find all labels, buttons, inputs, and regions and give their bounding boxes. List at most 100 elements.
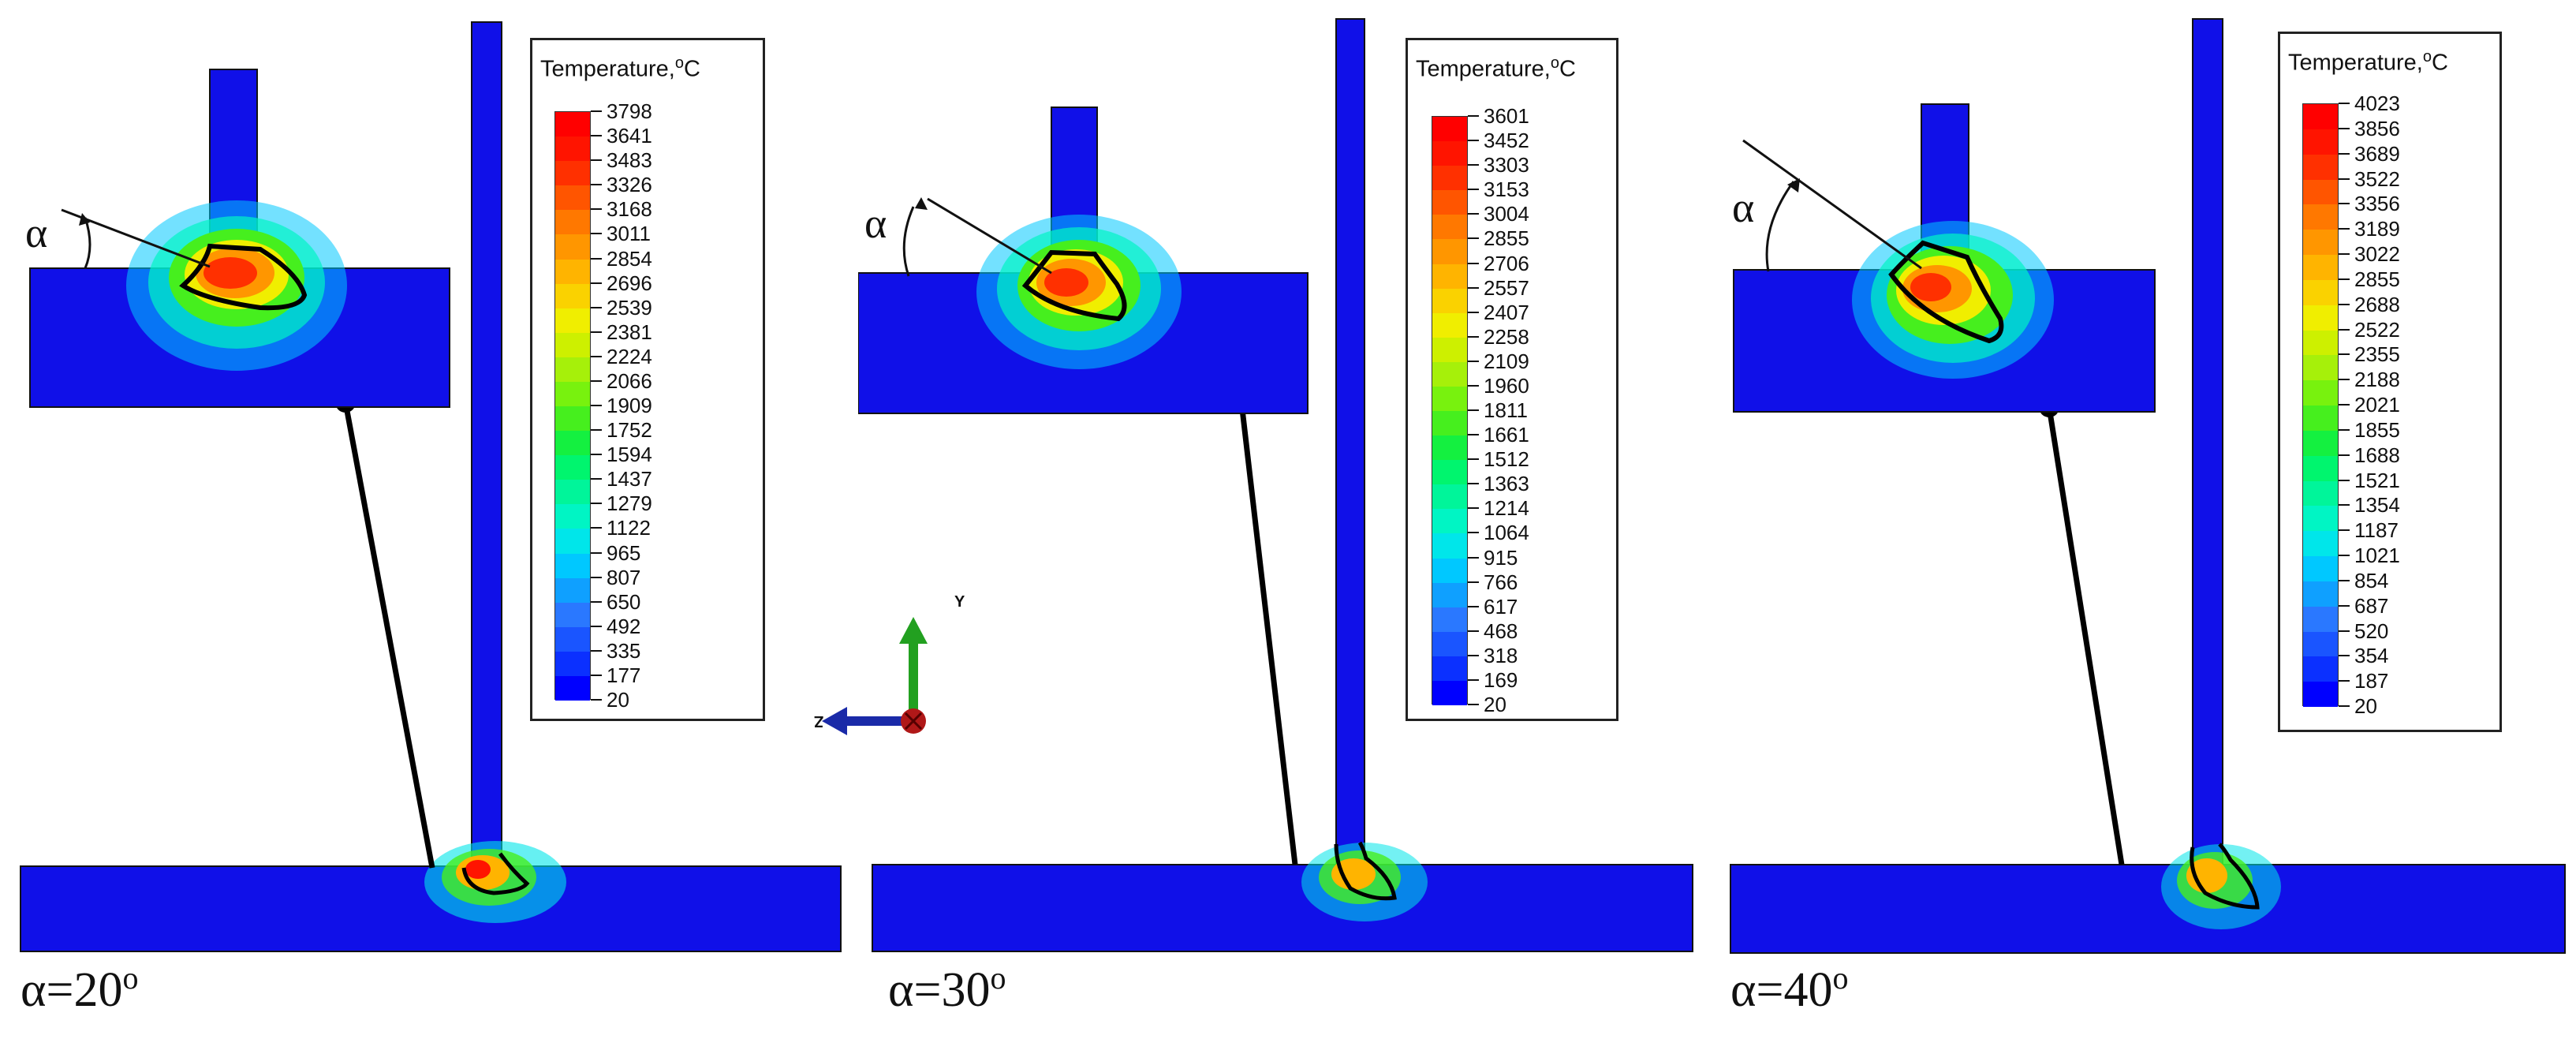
color-band [2303, 480, 2338, 506]
color-band [1432, 558, 1467, 584]
color-band [555, 455, 590, 480]
legend-value: 1122 [607, 516, 651, 540]
fusion-line [1334, 841, 1397, 901]
fusion-line [1021, 249, 1127, 322]
legend-value: 3153 [1484, 178, 1529, 202]
zoom-leader-line [1238, 402, 1298, 865]
legend-value: 3452 [1484, 129, 1529, 153]
color-band [555, 308, 590, 334]
color-band [2303, 255, 2338, 281]
legend-tick [1468, 409, 1479, 411]
color-band [555, 112, 590, 137]
color-band [2303, 406, 2338, 432]
color-band [555, 431, 590, 456]
legend-value: 2258 [1484, 324, 1529, 349]
legend-tick [591, 503, 602, 505]
legend-tick [591, 282, 602, 284]
case-label: α=40o [1730, 960, 1849, 1017]
legend-tick [2339, 379, 2350, 381]
color-band [2303, 430, 2338, 457]
legend-value: 1594 [607, 443, 652, 467]
legend-tick [1468, 262, 1479, 264]
color-band [1432, 312, 1467, 338]
legend-tick [591, 699, 602, 701]
color-band [2303, 656, 2338, 682]
legend-tick [2339, 655, 2350, 657]
legend-tick [2339, 228, 2350, 230]
legend-value: 1279 [607, 491, 652, 516]
legend-tick [2339, 127, 2350, 129]
legend-value: 1688 [2354, 443, 2400, 467]
color-band [1432, 288, 1467, 314]
color-band [555, 651, 590, 677]
legend-tick [591, 527, 602, 529]
legend-value: 354 [2354, 644, 2389, 668]
legend-tick [591, 625, 602, 627]
color-band [555, 185, 590, 211]
color-band [1432, 680, 1467, 706]
legend-value: 20 [2354, 694, 2377, 718]
color-band [2303, 506, 2338, 532]
legend-value: 520 [2354, 619, 2389, 643]
color-band [555, 626, 590, 652]
color-band [2303, 330, 2338, 356]
legend-value: 1187 [2354, 518, 2399, 543]
legend-value: 2407 [1484, 300, 1529, 324]
legend-tick [591, 649, 602, 652]
legend-value: 3601 [1484, 104, 1529, 128]
legend-value: 187 [2354, 669, 2389, 693]
legend-tick [2339, 404, 2350, 406]
legend-value: 3189 [2354, 217, 2400, 241]
legend-tick [1468, 704, 1479, 705]
legend-tick [591, 355, 602, 357]
legend-value: 1752 [607, 418, 652, 443]
legend-value: 3356 [2354, 192, 2400, 216]
legend-title: Temperature,oC [2288, 48, 2448, 76]
legend-value: 335 [607, 638, 641, 663]
legend-tick [2339, 428, 2350, 431]
legend-value: 3022 [2354, 242, 2400, 266]
legend-tick [1468, 507, 1479, 510]
legend-value: 2522 [2354, 317, 2400, 342]
legend-value: 2696 [607, 271, 652, 295]
legend-value: 1437 [607, 467, 652, 491]
color-band [1432, 337, 1467, 363]
legend-tick [2339, 680, 2350, 682]
color-band [1432, 361, 1467, 387]
color-band [2303, 380, 2338, 406]
legend-value: 1354 [2354, 493, 2400, 518]
legend-value: 177 [607, 663, 641, 687]
legend-tick [2339, 504, 2350, 506]
color-band [2303, 129, 2338, 155]
legend-value: 807 [607, 565, 641, 589]
color-band [2303, 355, 2338, 381]
legend-value: 2706 [1484, 251, 1529, 275]
color-band [555, 529, 590, 554]
legend-tick [591, 208, 602, 211]
legend-tick [591, 110, 602, 112]
color-band [555, 602, 590, 628]
color-band [1432, 631, 1467, 657]
legend-value: 2855 [2354, 267, 2400, 291]
z-axis-label: Z [814, 712, 824, 730]
legend-tick [1468, 630, 1479, 632]
legend-tick [2339, 555, 2350, 556]
legend-tick [1468, 335, 1479, 338]
legend-value: 3689 [2354, 141, 2400, 166]
legend-tick [1468, 237, 1479, 240]
legend-value: 3856 [2354, 116, 2400, 140]
legend-value: 2224 [607, 344, 652, 368]
color-band [2303, 556, 2338, 582]
color-band [555, 480, 590, 505]
color-scale [1432, 116, 1468, 706]
color-band [555, 577, 590, 604]
legend-value: 1811 [1484, 398, 1528, 422]
legend-tick [591, 478, 602, 480]
legend-value: 468 [1484, 619, 1518, 643]
color-band [1432, 386, 1467, 412]
legend-tick [591, 551, 602, 554]
legend-tick [591, 379, 602, 382]
